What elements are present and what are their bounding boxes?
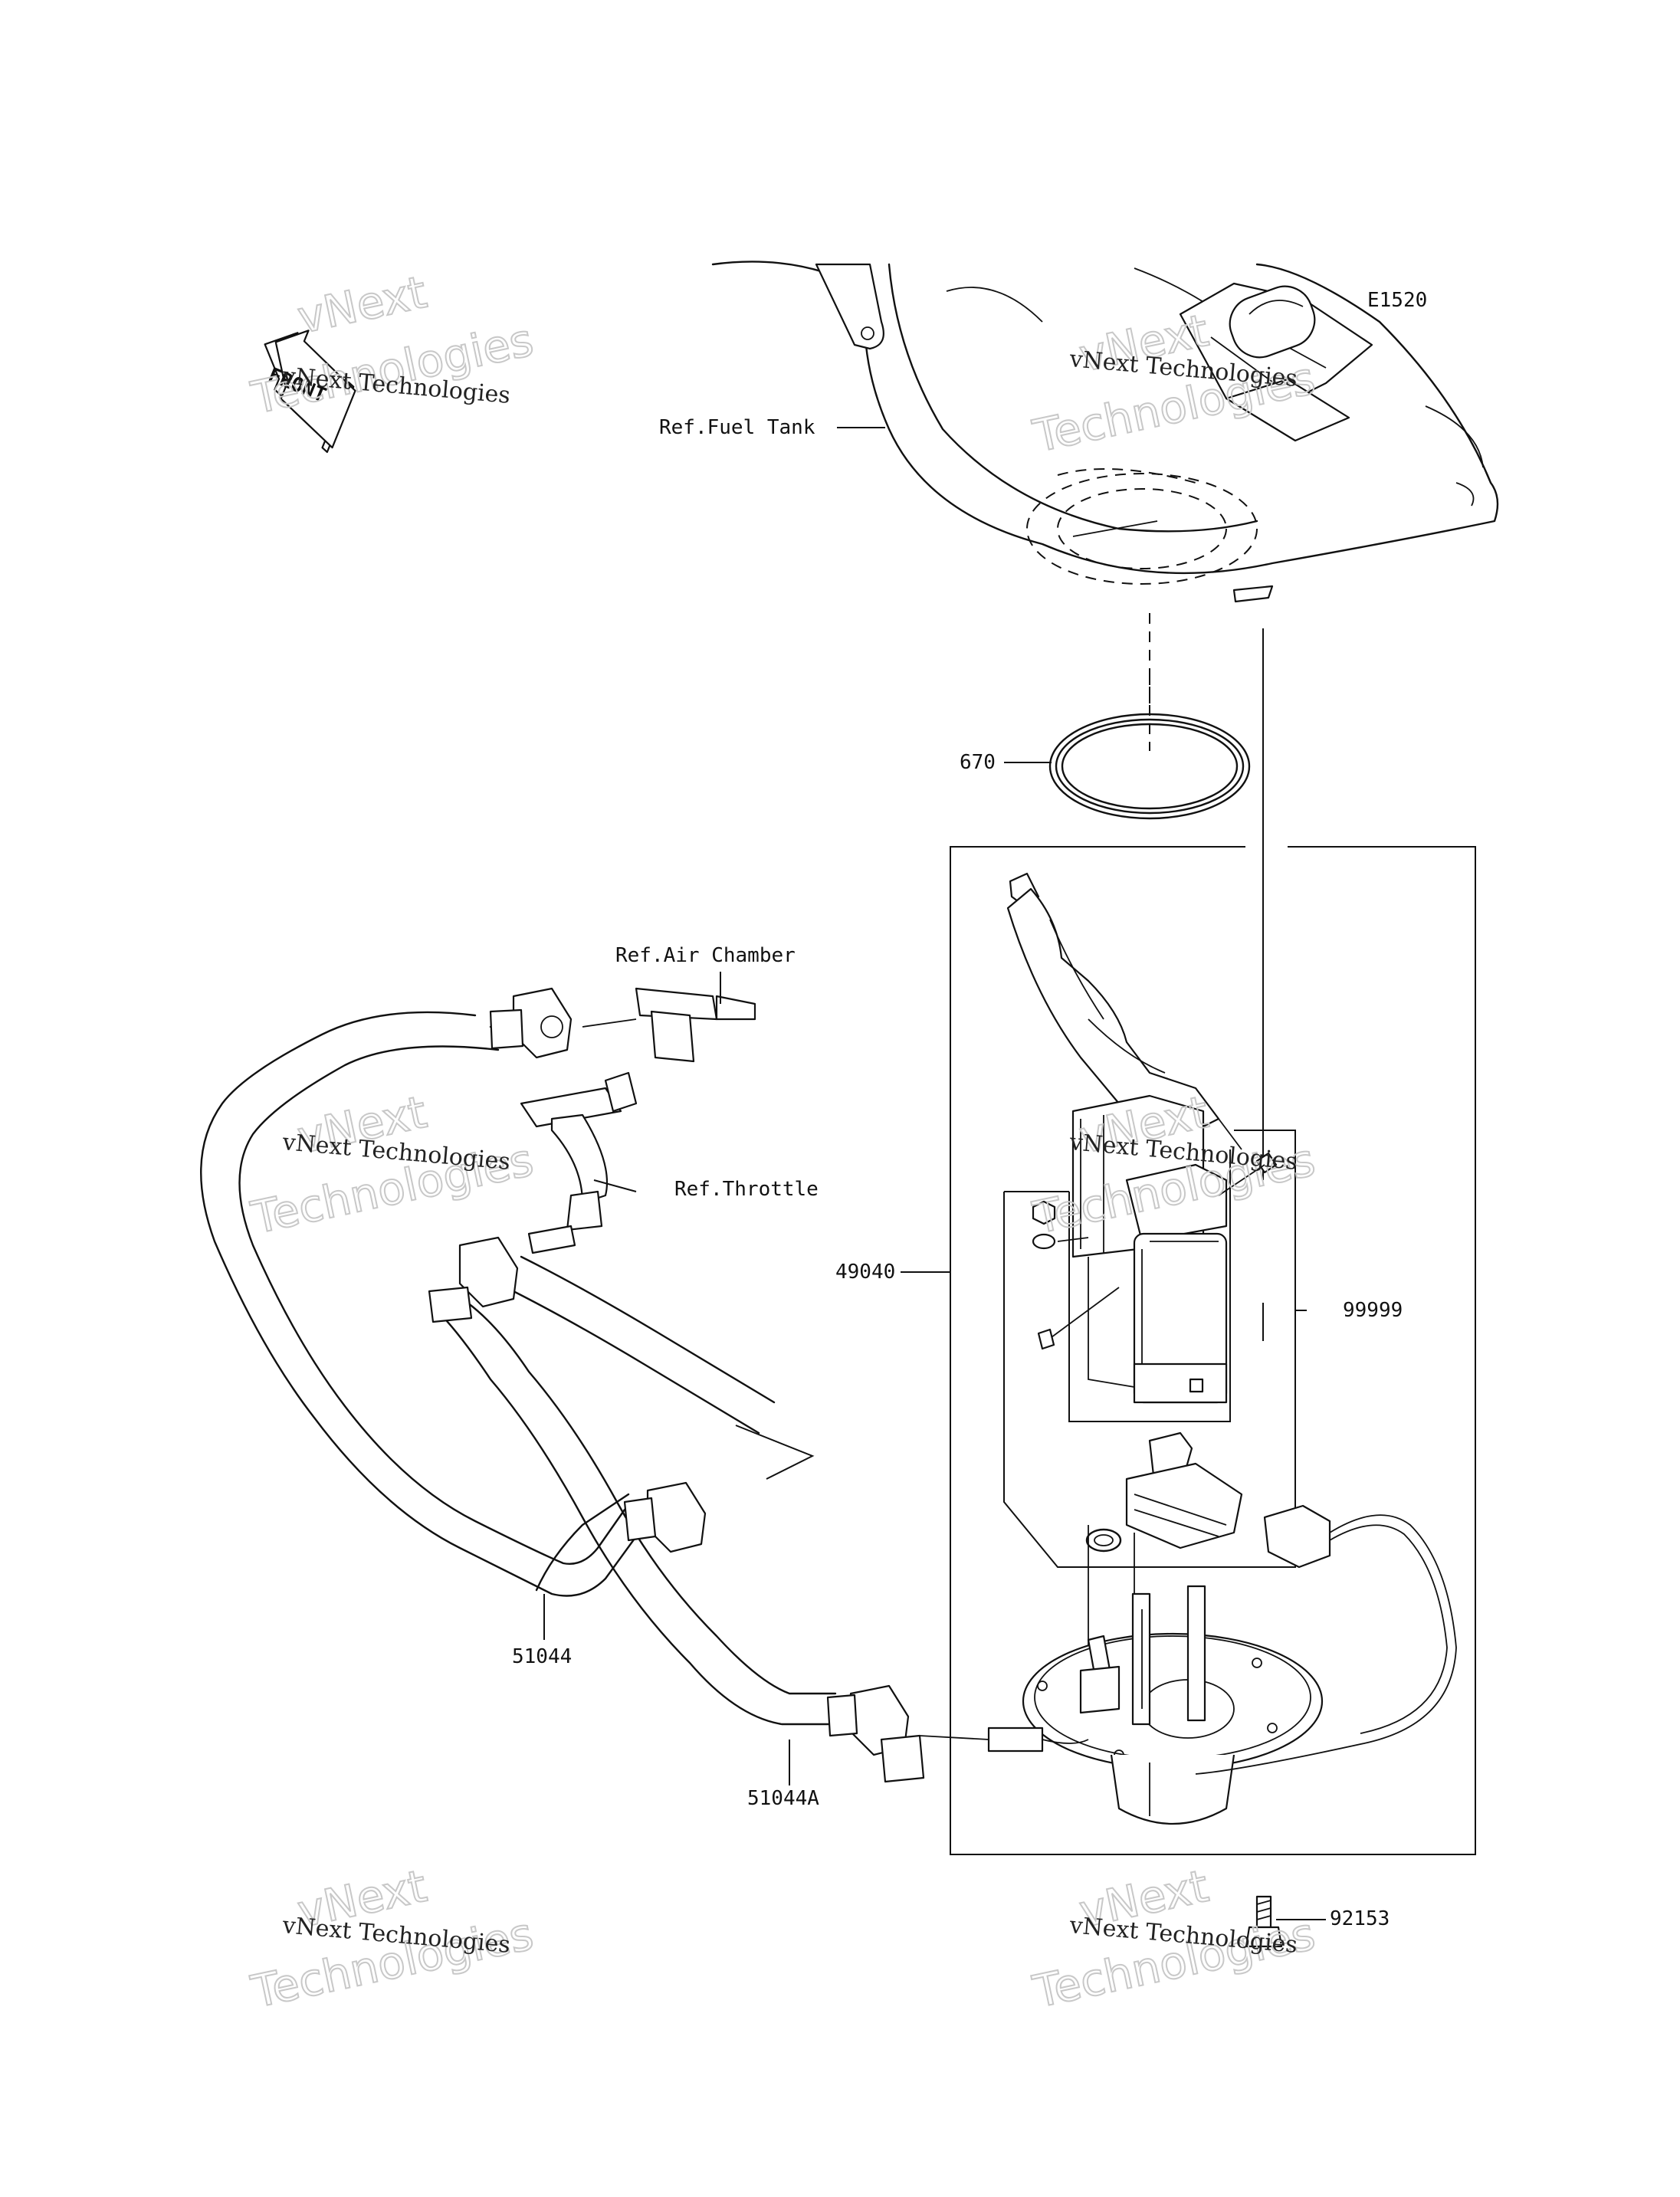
ref-fuel-tank-label: Ref.Fuel Tank (659, 416, 815, 439)
part-51044a-label: 51044A (747, 1787, 819, 1810)
fuel-pump (987, 872, 1457, 1825)
part-99999-label: 99999 (1343, 1299, 1403, 1322)
part-670-label: 670 (960, 751, 996, 774)
leader-lines (543, 427, 1326, 1920)
fuel-tank (711, 261, 1499, 603)
ref-throttle-label: Ref.Throttle (674, 1178, 819, 1201)
fittings (428, 987, 989, 1783)
diagram-code: E1520 (1367, 289, 1427, 312)
part-51044-label: 51044 (512, 1645, 572, 1668)
bolt-92153 (1245, 1895, 1283, 1948)
part-49040-label: 49040 (835, 1261, 895, 1284)
svg-text:vNext: vNext (293, 266, 431, 344)
ref-air-chamber-label: Ref.Air Chamber (615, 944, 796, 967)
fuel-hoses (200, 1011, 837, 1726)
labels: E1520 Ref.Fuel Tank 670 Ref.Air Chamber … (512, 289, 1427, 1930)
part-92153-label: 92153 (1330, 1907, 1390, 1930)
